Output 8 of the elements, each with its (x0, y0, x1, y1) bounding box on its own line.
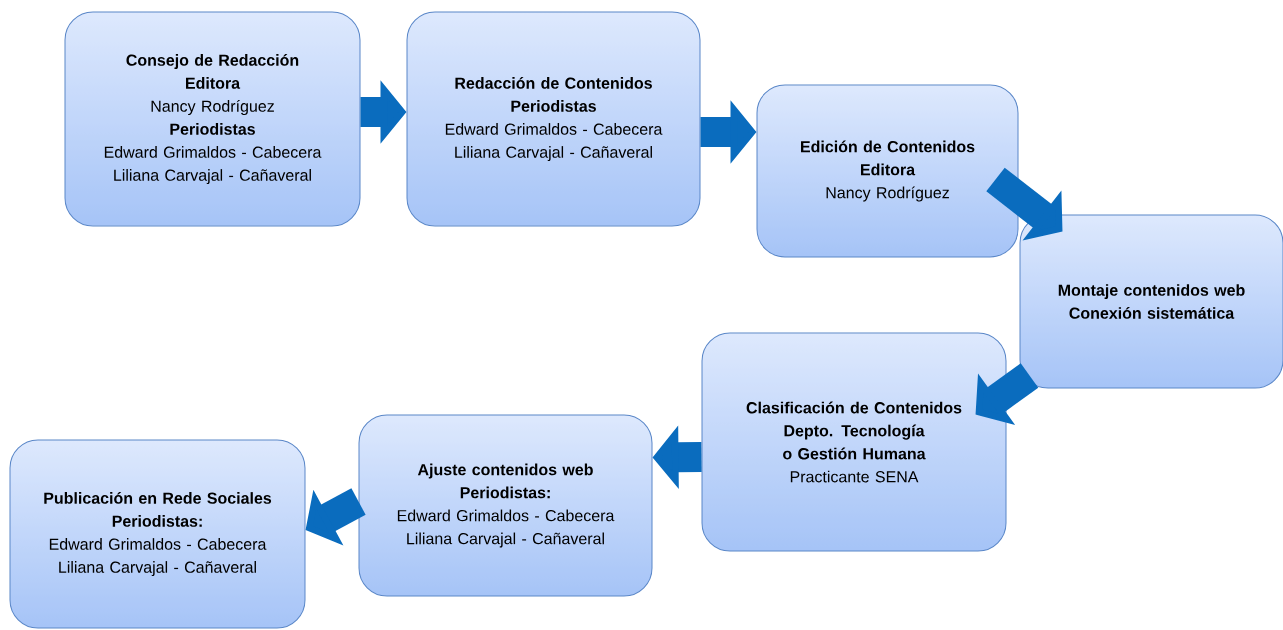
process-box: Ajuste contenidos web Periodistas: Edward Grimaldos - Cabecera Liliana Carvajal - Cañaveral (358, 414, 653, 597)
process-box: Clasificación de Contenidos Depto. Tecnología o Gestión Humana Practicante SENA (701, 332, 1007, 552)
process-box: Consejo de Redacción Editora Nancy Rodríguez Periodistas Edward Grimaldos - Cabecera Liliana Carvajal - Cañaveral (64, 11, 361, 227)
process-box: Montaje contenidos web Conexión sistemática (1019, 214, 1283, 389)
block-arrow (975, 363, 1039, 425)
process-box: Edición de Contenidos Editora Nancy Rodríguez (756, 84, 1019, 258)
process-box: Publicación en Rede Sociales Periodistas: Edward Grimaldos - Cabecera Liliana Carvajal - Cañaveral (9, 439, 306, 629)
process-box: Redacción de Contenidos Periodistas Edward Grimaldos - Cabecera Liliana Carvajal - Cañaveral (406, 11, 701, 227)
